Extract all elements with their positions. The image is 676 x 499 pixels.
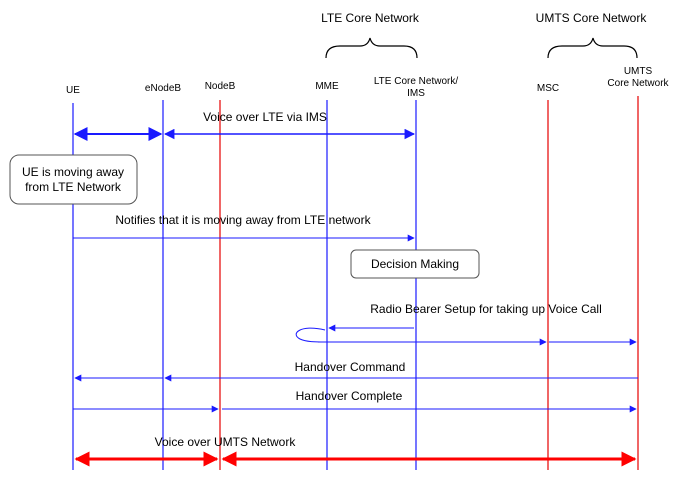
decision-making-label: Decision Making bbox=[371, 257, 459, 271]
ue-moving-note-line1: UE is moving away bbox=[22, 165, 124, 179]
ue-moving-note-line2: from LTE Network bbox=[25, 180, 122, 194]
lte-core-brace bbox=[325, 37, 418, 59]
enodeb-label: eNodeB bbox=[145, 83, 181, 94]
notify-label: Notifies that it is moving away from LTE… bbox=[115, 213, 371, 227]
msc-label: MSC bbox=[537, 83, 559, 94]
lte-ims-label-line1: LTE Core Network/ bbox=[374, 76, 459, 87]
nodeb-label: NodeB bbox=[205, 81, 236, 92]
bearer-label: Radio Bearer Setup for taking up Voice C… bbox=[370, 302, 601, 316]
decision-making-note bbox=[350, 249, 480, 279]
umts-core-brace bbox=[547, 37, 638, 59]
umts-core-group-label: UMTS Core Network bbox=[536, 11, 648, 25]
umts-core-label-line2: Core Network bbox=[607, 78, 669, 89]
umts-core-label-line1: UMTS bbox=[624, 66, 653, 77]
mme-label: MME bbox=[315, 81, 339, 92]
lte-core-group-label: LTE Core Network bbox=[321, 11, 420, 25]
bearer-self-loop bbox=[295, 327, 326, 343]
ue-label: UE bbox=[66, 85, 80, 96]
handover-complete-label: Handover Complete bbox=[296, 389, 403, 403]
lte-ims-label-line2: IMS bbox=[407, 88, 425, 99]
voice-umts-label: Voice over UMTS Network bbox=[155, 435, 297, 449]
handover-command-label: Handover Command bbox=[295, 360, 406, 374]
ue-moving-note bbox=[9, 154, 138, 205]
volte-label: Voice over LTE via IMS bbox=[203, 110, 327, 124]
